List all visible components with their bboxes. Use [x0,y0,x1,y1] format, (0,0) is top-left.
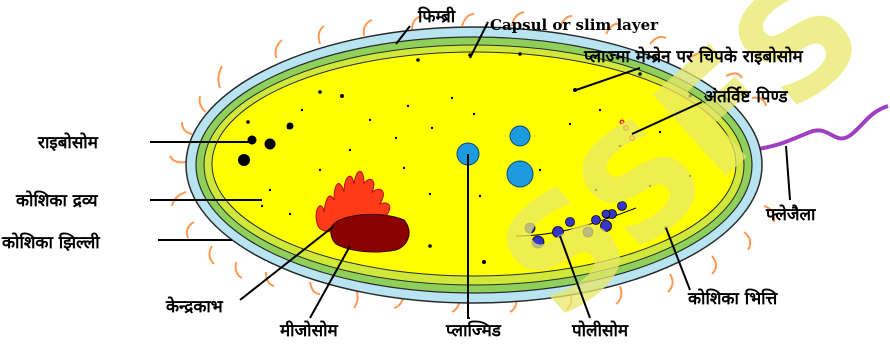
label-nucleoid: केन्द्रकाभ [165,296,224,317]
label-cytoplasm: कोशिका द्रव्य [15,190,99,211]
label-polysome: पोलीसोम [571,320,629,341]
label-cell-membrane: कोशिका झिल्ली [1,232,100,253]
label-ribosome: राइबोसोम [37,132,99,153]
label-fimbriae: फिम्ब्री [417,6,456,27]
mesosome [331,214,409,252]
label-capsule: Capsul or slim layer [490,16,659,34]
label-cell-wall: कोशिका भित्ति [687,288,779,309]
label-membrane-ribosomes: प्लाज्मा मेम्ब्रेन पर चिपके राइबोसोम [583,46,803,67]
label-inclusion-bodies: अंतर्विष्ट पिण्ड [704,86,789,107]
label-plasmid: प्लाज्मिड [445,320,502,341]
label-mesosome: मीजोसोम [279,320,338,341]
label-flagella: फ्लेजैला [765,204,816,225]
